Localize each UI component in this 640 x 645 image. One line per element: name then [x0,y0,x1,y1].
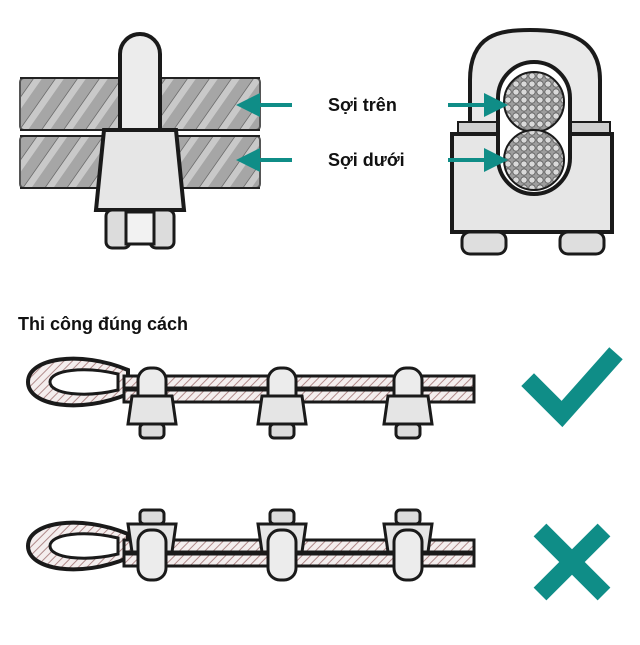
upper-strand-label: Sợi trên [328,95,397,115]
bolt-end [124,210,156,246]
end-nut-left [460,230,508,256]
cross-icon [533,523,611,601]
end-nut-right [558,230,606,256]
upper-strand-section [503,71,565,133]
end-view-clip [450,27,614,256]
section-title: Thi công đúng cách [18,314,188,334]
incorrect-installation [25,508,476,582]
clip-incorrect-2 [256,508,308,582]
thimble-eye [48,368,120,396]
side-view-clip [19,32,261,250]
correct-installation [25,356,476,440]
clip-incorrect-1 [126,508,178,582]
clip-correct-3 [382,366,434,440]
rope-strand-top [122,374,476,390]
rope-strand-bottom-2 [122,552,476,568]
lower-strand-section [503,129,565,191]
saddle [93,128,187,212]
thimble-eye-2 [48,532,120,560]
clip-incorrect-3 [382,508,434,582]
lower-strand-label: Sợi dưới [328,150,405,170]
clip-correct-1 [126,366,178,440]
check-icon [521,347,623,428]
clip-correct-2 [256,366,308,440]
